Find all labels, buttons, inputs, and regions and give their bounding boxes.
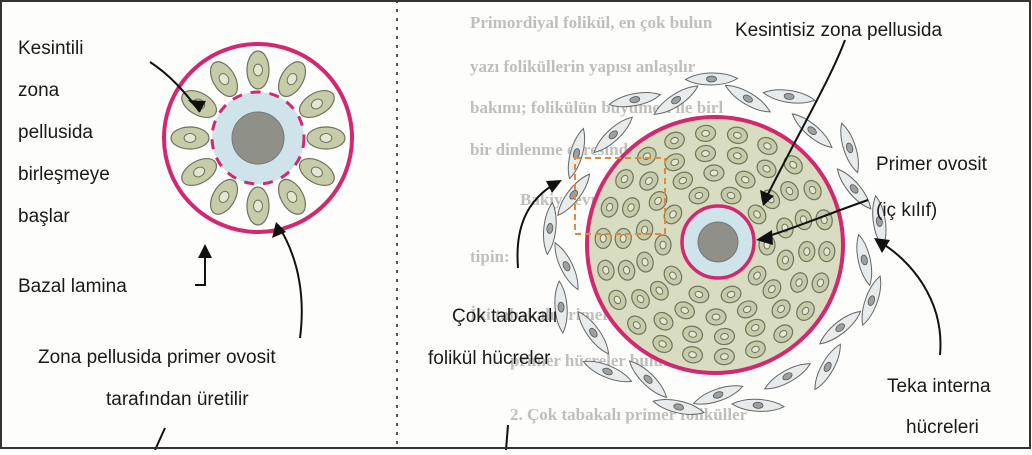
teka-cell [857, 274, 886, 327]
label-kesintili-3: pellusida [18, 122, 93, 143]
label-primer-1: Primer ovosit [876, 154, 988, 175]
multilayer-follicle-right [541, 72, 889, 418]
teka-cell [550, 240, 584, 292]
oocyte-nucleus-right [698, 222, 738, 262]
label-bazal-lamina: Bazal lamina [18, 276, 127, 297]
bg-line-1: Primordiyal folikül, en çok bulun [470, 13, 713, 32]
bg-line-6: tipin: [470, 247, 510, 266]
oocyte-nucleus-left [232, 112, 284, 164]
label-cok-2: folikül hücreler [428, 348, 551, 369]
arrow-bottom-mid [506, 425, 508, 450]
follicle-cell [706, 309, 726, 325]
primary-follicle-left [164, 44, 352, 232]
label-zona-1: Zona pellusida primer ovosit [38, 347, 276, 368]
arrowhead-teka [874, 238, 890, 253]
follicle-cell [655, 235, 671, 255]
label-kesintisiz: Kesintisiz zona pellusida [735, 20, 942, 41]
follicle-cell [818, 241, 835, 262]
teka-cell [810, 341, 846, 392]
label-kesintili-5: başlar [18, 206, 70, 227]
follicle-cell [595, 228, 612, 249]
arrow-bottom-left [155, 428, 165, 450]
follicle-cell [307, 127, 345, 149]
follicle-cell [171, 127, 209, 149]
label-zona-2: tarafından üretilir [106, 389, 249, 410]
arrowhead-bazal [198, 244, 212, 258]
teka-cell [722, 80, 773, 117]
label-primer-2: (iç kılıf) [876, 200, 937, 221]
arrow-teka [880, 242, 940, 355]
follicle-cell [247, 51, 269, 89]
bg-line-9: 2. Çok tabakalı primer foliküller [510, 405, 748, 424]
teka-cell [762, 359, 813, 395]
label-teka-1: Teka interna [887, 376, 991, 397]
teka-cell [853, 233, 876, 286]
labels: Kesintili zona pellusida birleşmeye başl… [18, 20, 991, 438]
label-kesintili-4: birleşmeye [18, 164, 110, 185]
follicle-cell [704, 165, 724, 181]
label-kesintili-2: zona [18, 80, 60, 101]
teka-cell [836, 121, 863, 174]
label-teka-2: hücreleri [906, 417, 979, 438]
label-kesintili-1: Kesintili [18, 38, 83, 59]
bg-line-2: yazı foliküllerin yapısı anlaşılır [470, 57, 696, 76]
arrow-zona-left [278, 225, 302, 338]
label-cok-1: Çok tabakalı [452, 306, 558, 327]
follicle-cell [247, 187, 269, 225]
teka-cell [762, 87, 815, 107]
